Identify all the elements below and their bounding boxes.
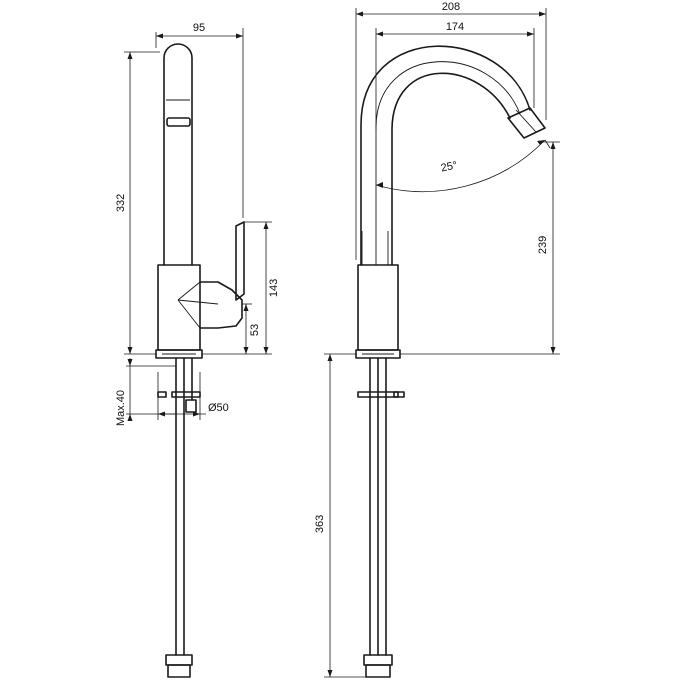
side-view (155, 43, 245, 678)
label-hole-diameter: Ø50 (208, 402, 229, 414)
label-side-width: 95 (193, 22, 205, 34)
front-view (355, 45, 546, 678)
label-hose-length: 363 (314, 515, 326, 533)
label-spout-height: 239 (537, 236, 549, 254)
label-base-to-lever: 53 (249, 324, 261, 336)
label-max-thickness: Max.40 (115, 390, 127, 426)
label-spout-angle: 25° (440, 159, 459, 174)
label-front-width: 208 (442, 1, 460, 13)
label-side-height-total: 332 (115, 194, 127, 212)
front-view-dimensions (324, 8, 560, 678)
label-spout-reach: 174 (446, 21, 464, 33)
label-lever-height: 143 (268, 279, 280, 297)
side-view-dimensions (124, 28, 272, 421)
